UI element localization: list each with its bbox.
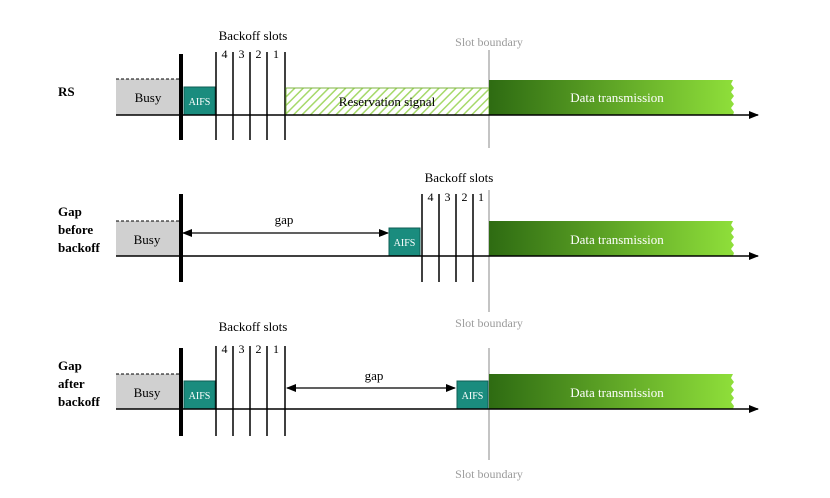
row-label-line-3: backoff	[58, 394, 101, 409]
data-transmission-label: Data transmission	[570, 385, 664, 400]
slot-1-label: 1	[273, 342, 279, 356]
slot-3-label: 3	[239, 47, 245, 61]
row-label-rs: RS	[58, 84, 75, 99]
aifs-box	[183, 86, 216, 116]
slot-boundary-label: Slot boundary	[455, 35, 523, 49]
row-label-line-3: backoff	[58, 240, 101, 255]
aifs-label: AIFS	[189, 97, 211, 108]
data-transmission-box	[489, 80, 734, 115]
row-rs: RS Slot boundary Busy AIFS Backoff slots…	[58, 28, 759, 148]
row-label-line-1: Gap	[58, 358, 82, 373]
reservation-signal-label: Reservation signal	[339, 94, 436, 109]
row-label-line-2: after	[58, 376, 85, 391]
backoff-slots-title: Backoff slots	[219, 28, 288, 43]
slot-1-label: 1	[273, 47, 279, 61]
backoff-slots-title: Backoff slots	[219, 319, 288, 334]
busy-box	[116, 221, 180, 256]
backoff-slots-title: Backoff slots	[425, 170, 494, 185]
slot-boundary-label: Slot boundary	[455, 316, 523, 330]
data-transmission-label: Data transmission	[570, 90, 664, 105]
busy-label: Busy	[134, 232, 161, 247]
busy-box	[116, 374, 180, 409]
slot-boundary-label: Slot boundary	[455, 467, 523, 481]
row-label-line-2: before	[58, 222, 93, 237]
busy-label: Busy	[134, 385, 161, 400]
busy-label: Busy	[135, 90, 162, 105]
slot-2-label: 2	[462, 190, 468, 204]
gap-label: gap	[365, 368, 384, 383]
slot-3-label: 3	[239, 342, 245, 356]
aifs-box	[456, 380, 489, 410]
row-label-line-1: Gap	[58, 204, 82, 219]
row-gap-before-backoff: Gap before backoff Slot boundary Busy ga…	[58, 170, 759, 330]
data-transmission-box	[489, 221, 734, 256]
slot-4-label: 4	[222, 47, 228, 61]
aifs-label: AIFS	[189, 391, 211, 402]
busy-box	[116, 79, 180, 115]
aifs-box	[388, 227, 421, 257]
aifs-label: AIFS	[394, 238, 416, 249]
row-gap-after-backoff: Gap after backoff Slot boundary Busy AIF…	[58, 319, 759, 481]
slot-1-label: 1	[478, 190, 484, 204]
slot-4-label: 4	[428, 190, 434, 204]
gap-label: gap	[275, 212, 294, 227]
data-transmission-box	[489, 374, 734, 409]
slot-2-label: 2	[256, 342, 262, 356]
aifs-box	[183, 380, 216, 410]
data-transmission-label: Data transmission	[570, 232, 664, 247]
slot-2-label: 2	[256, 47, 262, 61]
reservation-signal-box	[285, 87, 490, 116]
slot-4-label: 4	[222, 342, 228, 356]
aifs-label: AIFS	[462, 391, 484, 402]
slot-3-label: 3	[445, 190, 451, 204]
